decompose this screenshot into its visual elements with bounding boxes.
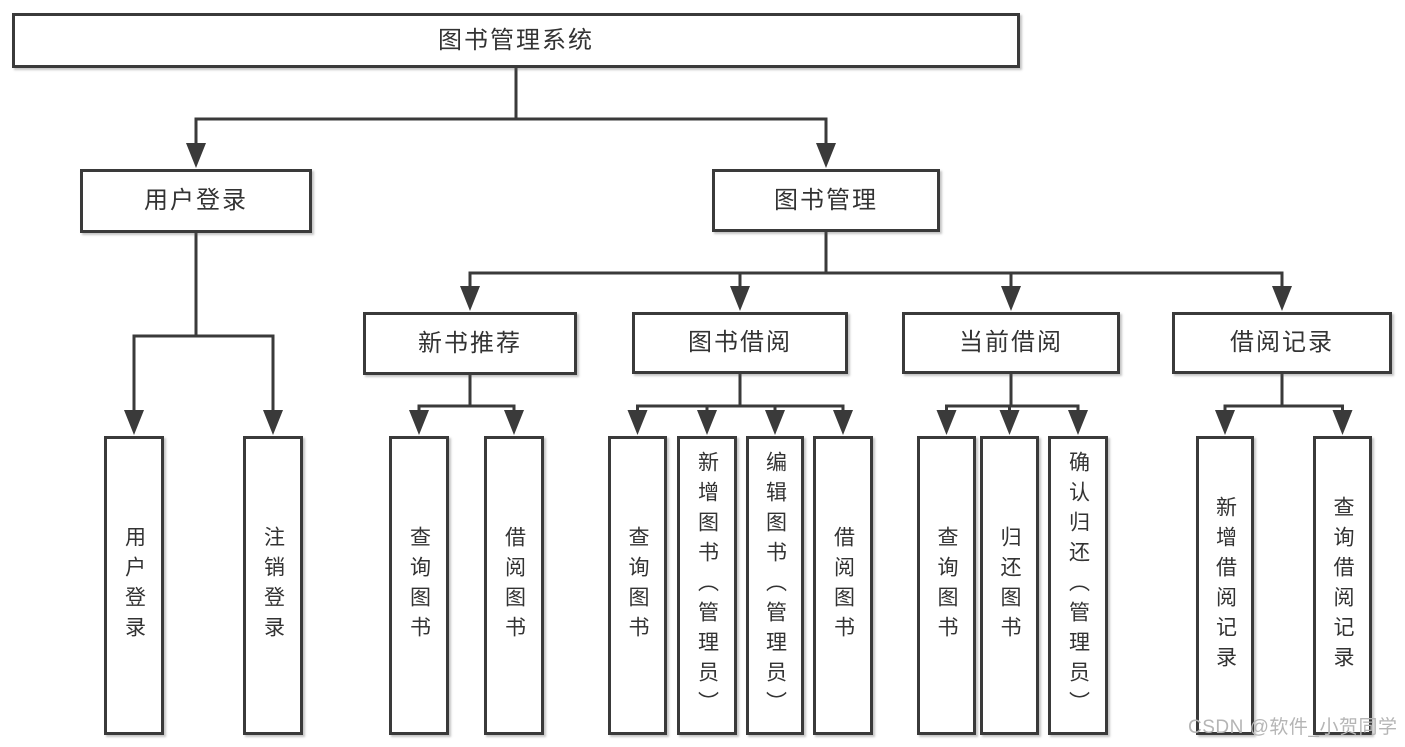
node-cb-return: 归还图书 — [980, 436, 1039, 735]
node-nb-query: 查询图书 — [389, 436, 449, 735]
node-label-bb-add: 新增图书（管理员） — [695, 450, 719, 721]
node-leaf-user-login: 用户登录 — [104, 436, 164, 735]
node-label-book-borrow: 图书借阅 — [688, 329, 792, 356]
arrowhead-icon — [936, 410, 957, 435]
arrowhead-icon — [627, 410, 648, 435]
node-label-nb-query: 查询图书 — [407, 525, 431, 646]
arrowhead-icon — [124, 410, 144, 435]
arrowhead-icon — [1332, 410, 1353, 435]
node-new-books: 新书推荐 — [363, 312, 577, 375]
node-label-leaf-logout: 注销登录 — [261, 525, 285, 646]
node-label-book-mgmt: 图书管理 — [774, 186, 878, 214]
watermark: CSDN @软件_小贺同学 — [1188, 717, 1398, 738]
arrowhead-icon — [263, 410, 283, 435]
node-user-login: 用户登录 — [80, 169, 312, 233]
node-book-mgmt: 图书管理 — [712, 169, 940, 232]
node-bb-query: 查询图书 — [608, 436, 667, 735]
arrowhead-icon — [460, 286, 480, 311]
node-label-bb-edit: 编辑图书（管理员） — [763, 450, 787, 721]
node-label-br-query: 查询借阅记录 — [1331, 495, 1354, 676]
node-label-cb-query: 查询图书 — [935, 525, 958, 646]
node-cb-query: 查询图书 — [917, 436, 976, 735]
node-label-nb-borrow: 借阅图书 — [502, 525, 526, 646]
node-label-new-books: 新书推荐 — [418, 329, 522, 357]
node-root: 图书管理系统 — [12, 13, 1020, 68]
node-label-cb-return: 归还图书 — [998, 525, 1021, 646]
node-label-user-login: 用户登录 — [144, 187, 248, 214]
node-label-root: 图书管理系统 — [438, 26, 594, 54]
arrowhead-icon — [1272, 286, 1292, 311]
node-label-bb-borrow: 借阅图书 — [831, 525, 855, 646]
arrowhead-icon — [1068, 410, 1088, 435]
node-cb-confirm: 确认归还（管理员） — [1048, 436, 1108, 735]
node-current-borrow: 当前借阅 — [902, 312, 1120, 374]
arrowhead-icon — [1215, 410, 1235, 435]
arrowhead-icon — [697, 410, 717, 435]
node-br-add: 新增借阅记录 — [1196, 436, 1254, 735]
arrowhead-icon — [1001, 286, 1021, 311]
node-label-current-borrow: 当前借阅 — [959, 329, 1063, 356]
arrowhead-icon — [409, 410, 429, 435]
node-leaf-logout: 注销登录 — [243, 436, 303, 735]
arrowhead-icon — [730, 286, 750, 311]
node-bb-edit: 编辑图书（管理员） — [746, 436, 804, 735]
arrowhead-icon — [504, 410, 524, 435]
node-label-cb-confirm: 确认归还（管理员） — [1066, 450, 1090, 721]
node-label-borrow-records: 借阅记录 — [1230, 329, 1334, 356]
node-label-leaf-user-login: 用户登录 — [122, 525, 146, 646]
node-bb-borrow: 借阅图书 — [813, 436, 873, 735]
node-book-borrow: 图书借阅 — [632, 312, 848, 374]
arrowhead-icon — [816, 143, 836, 168]
arrowhead-icon — [186, 143, 206, 168]
node-borrow-records: 借阅记录 — [1172, 312, 1392, 374]
node-nb-borrow: 借阅图书 — [484, 436, 544, 735]
node-br-query: 查询借阅记录 — [1313, 436, 1372, 735]
arrowhead-icon — [765, 410, 785, 435]
node-bb-add: 新增图书（管理员） — [677, 436, 737, 735]
arrowhead-icon — [833, 410, 853, 435]
arrowhead-icon — [999, 410, 1020, 435]
node-label-bb-query: 查询图书 — [626, 525, 649, 646]
node-label-br-add: 新增借阅记录 — [1213, 495, 1237, 676]
